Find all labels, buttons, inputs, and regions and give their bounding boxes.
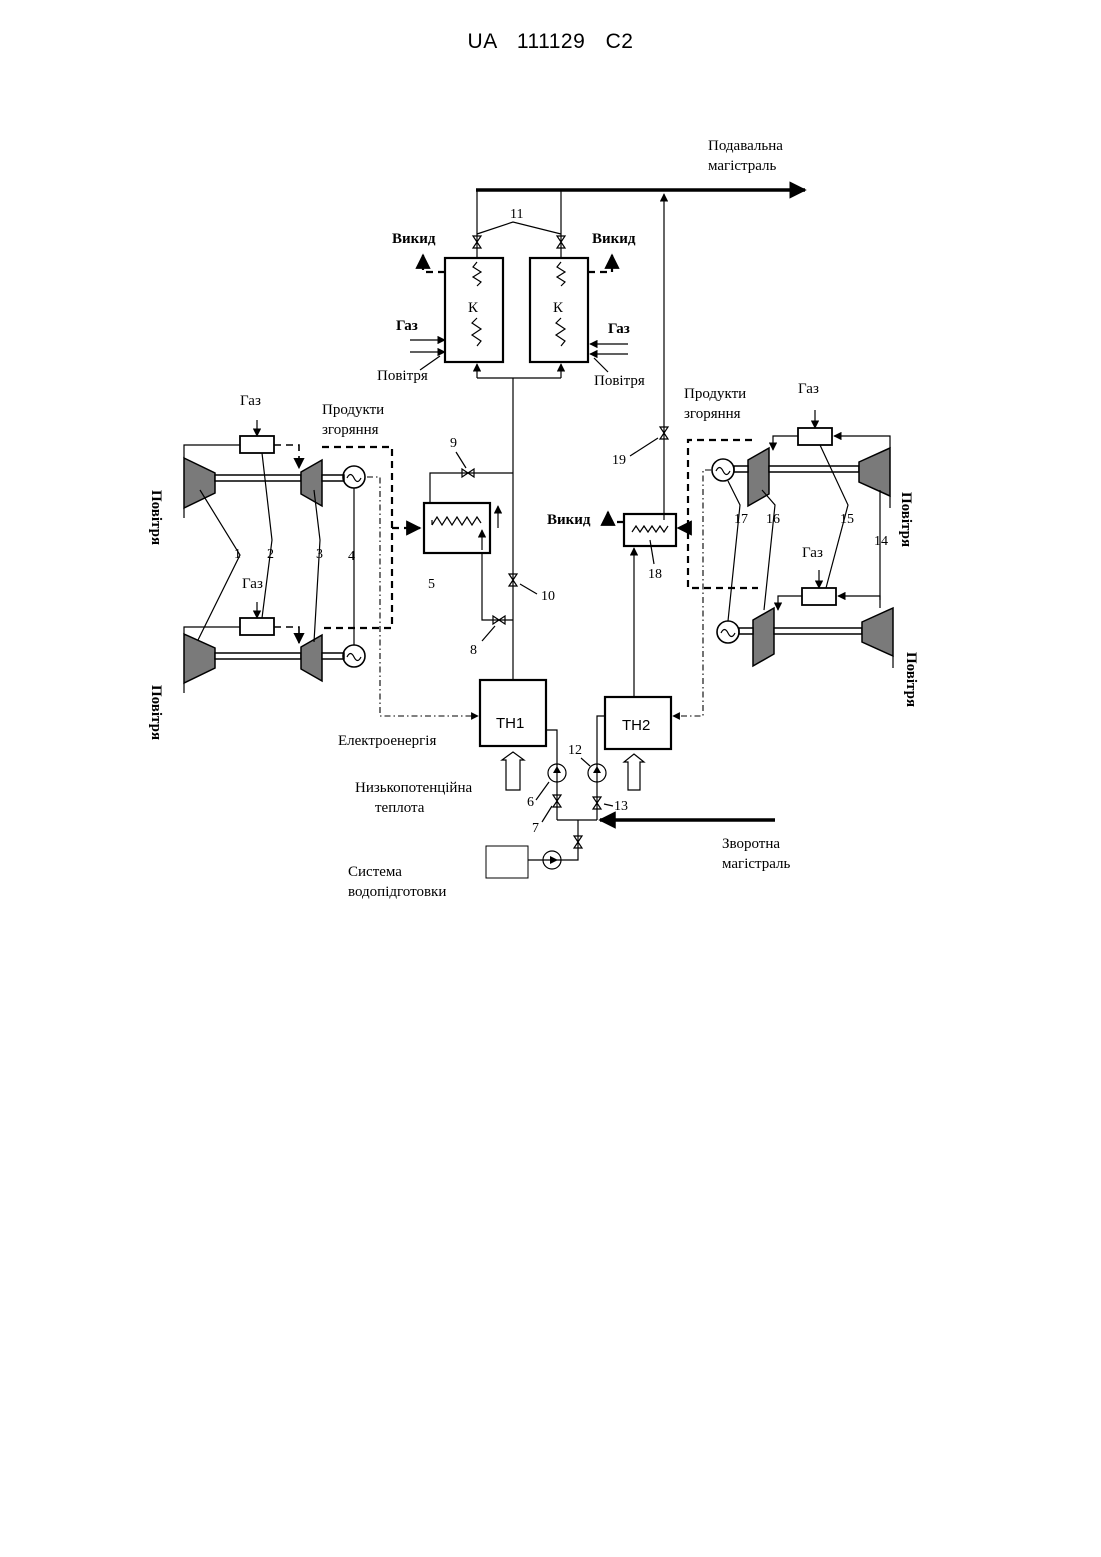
gas-label-left-top: Газ — [240, 393, 261, 409]
combustion-left-line1: Продукти — [322, 402, 384, 418]
gas-label-boiler-left: Газ — [396, 318, 418, 334]
label-9: 9 — [450, 436, 457, 451]
exhaust-label-right: Викид — [592, 231, 636, 247]
return-label-line1: Зворотна — [722, 836, 780, 852]
air-label-right-top: Повітря — [898, 492, 914, 547]
electricity-label: Електроенергія — [338, 733, 436, 749]
exhaust-label-left: Викид — [392, 231, 436, 247]
air-label-left-bottom: Повітря — [148, 685, 164, 740]
combustion-left-line2: згоряння — [322, 422, 379, 438]
label-16: 16 — [766, 512, 780, 527]
supply-label-line2: магістраль — [708, 158, 777, 174]
low-heat-label-line1: Низькопотенційна — [355, 780, 472, 796]
label-15: 15 — [840, 512, 854, 527]
combustion-right-line2: згоряння — [684, 406, 741, 422]
heat-pump-2: ТН2 — [605, 697, 671, 749]
label-4: 4 — [348, 549, 355, 564]
heat-pump-1: ТН1 — [480, 680, 546, 746]
water-treatment-label-line1: Система — [348, 864, 402, 880]
label-18: 18 — [648, 567, 662, 582]
heat-pump-1-label: ТН1 — [496, 715, 524, 732]
label-3: 3 — [316, 547, 323, 562]
boiler-left: К — [445, 258, 503, 362]
label-13: 13 — [614, 799, 628, 814]
water-treatment-label-line2: водопідготовки — [348, 884, 446, 900]
heat-pump-2-label: ТН2 — [622, 717, 650, 734]
water-treatment-system: Система водопідготовки — [348, 820, 582, 900]
label-8: 8 — [470, 643, 477, 658]
supply-label-line1: Подавальна — [708, 138, 783, 154]
return-label-line2: магістраль — [722, 856, 791, 872]
label-10: 10 — [541, 589, 555, 604]
label-19: 19 — [612, 453, 626, 468]
gas-turbine-unit-left-bottom — [184, 602, 365, 693]
heat-exchanger-5 — [424, 503, 490, 553]
label-1: 1 — [234, 547, 241, 562]
air-label-left-top: Повітря — [148, 490, 164, 545]
label-14: 14 — [874, 534, 888, 549]
label-6: 6 — [527, 795, 534, 810]
label-12: 12 — [568, 743, 582, 758]
air-label-right-bottom: Повітря — [903, 652, 919, 707]
label-2: 2 — [267, 547, 274, 562]
gas-turbine-unit-right-bottom — [717, 570, 893, 668]
label-5: 5 — [428, 577, 435, 592]
low-heat-label-line2: теплота — [375, 800, 425, 816]
gas-turbine-unit-right-top — [712, 410, 890, 508]
label-17: 17 — [734, 512, 748, 527]
combustion-right-line1: Продукти — [684, 386, 746, 402]
air-label-boiler-right: Повітря — [594, 373, 645, 389]
boiler-right: К — [530, 258, 588, 362]
label-7: 7 — [532, 821, 539, 836]
gas-label-right-top: Газ — [798, 381, 819, 397]
supply-main: Подавальна магістраль — [476, 138, 805, 190]
return-main: Зворотна магістраль — [557, 820, 791, 872]
gas-label-left-bottom: Газ — [242, 576, 263, 592]
gas-label-right-bottom: Газ — [802, 545, 823, 561]
gas-label-boiler-right: Газ — [608, 321, 630, 337]
boiler-left-label: К — [468, 300, 479, 316]
boiler-right-label: К — [553, 300, 564, 316]
air-label-boiler-left: Повітря — [377, 368, 428, 384]
label-11: 11 — [510, 207, 523, 222]
exhaust-label-18: Викид — [547, 512, 591, 528]
